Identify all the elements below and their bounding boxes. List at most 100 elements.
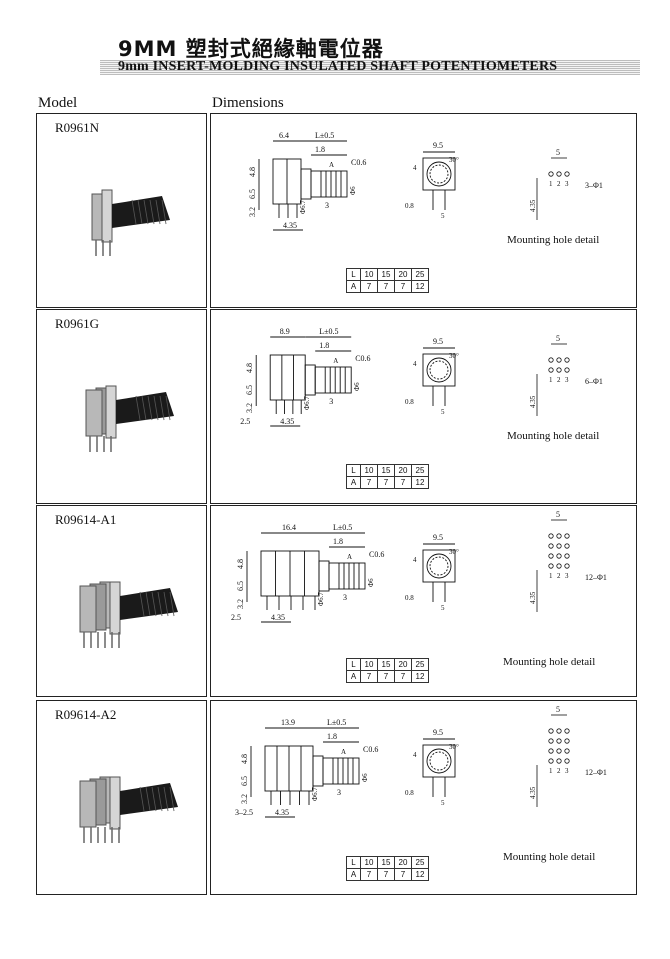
hole [564, 728, 570, 734]
body-outline [269, 354, 306, 401]
dim-h2: 6.5 [240, 776, 249, 786]
hole-number: 1 [549, 180, 553, 188]
dim-chamfer: C0.6 [351, 158, 366, 167]
hole [564, 171, 570, 177]
front-view [422, 738, 456, 797]
dim-h1: 4.8 [236, 559, 245, 569]
dim-pin: 3 [325, 201, 329, 210]
title-bar [100, 60, 640, 75]
shaft-outline [314, 366, 352, 394]
hole [564, 748, 570, 754]
knurled-shaft [120, 588, 178, 620]
model-name: R0961G [55, 316, 100, 331]
dim-d2: Φ6 [353, 382, 361, 391]
table-cell: A [346, 670, 361, 683]
deck [79, 585, 97, 633]
table-cell: A [346, 476, 361, 489]
dim-L: L±0.5 [327, 718, 346, 727]
hole [556, 738, 562, 744]
dim-chamfer: C0.6 [369, 550, 384, 559]
hole [556, 728, 562, 734]
hole-number: 1 [549, 572, 553, 580]
knurl-line [165, 395, 171, 421]
table-cell: 12 [411, 476, 429, 489]
front-width: 9.5 [433, 728, 443, 737]
dim-extra: 2.5 [240, 417, 250, 426]
hole-height: 4.35 [529, 199, 537, 212]
mounting-hole-label: Mounting hole detail [507, 234, 600, 246]
knurl-line [161, 199, 167, 225]
dim-pin: 3 [337, 788, 341, 797]
dim-h1: 4.8 [240, 754, 249, 764]
front-body [422, 353, 456, 387]
title-cn: 9MM 塑封式絕緣軸電位器 [118, 37, 384, 61]
table-cell: L [346, 464, 361, 477]
table-cell: 7 [377, 868, 395, 881]
hole [564, 533, 570, 539]
hole-number: 2 [557, 572, 561, 580]
shaft-outline [328, 562, 366, 590]
knurled-shaft [112, 196, 170, 228]
dim-shaft: 1.8 [315, 145, 325, 154]
table-cell: 25 [411, 268, 429, 281]
front-circle [426, 553, 452, 579]
product-photo [79, 581, 178, 648]
front-view [422, 543, 456, 602]
knurl-line [131, 199, 137, 225]
bushing-outline [304, 364, 316, 396]
hole-number: 3 [565, 376, 569, 384]
front-bushing [109, 581, 121, 635]
hole-number: 2 [557, 376, 561, 384]
knurl-line [145, 786, 151, 812]
hole [548, 171, 554, 177]
table-cell: 15 [377, 856, 395, 869]
model-panel: R0961G [36, 309, 207, 504]
mounting-holes [536, 157, 570, 220]
knurl-line [147, 395, 153, 421]
dim-h2: 6.5 [236, 581, 245, 591]
dim-h2: 6.5 [248, 189, 257, 199]
knurl-line [159, 395, 165, 421]
table-cell: A [346, 280, 361, 293]
dim-h3: 3.2 [236, 599, 245, 609]
front-pitch: 5 [441, 799, 445, 807]
knurl-line [141, 395, 147, 421]
table-cell: 7 [360, 476, 378, 489]
product-photo [85, 385, 174, 452]
title-en: 9mm INSERT-MOLDING INSULATED SHAFT POTEN… [118, 59, 558, 74]
front-angle: 30° [449, 156, 459, 164]
front-bushing [101, 189, 113, 243]
bushing-outline [318, 560, 330, 592]
dim-L: L±0.5 [319, 327, 338, 336]
dim-d1: Φ6.7 [299, 200, 307, 214]
mounting-hole-label: Mounting hole detail [507, 430, 600, 442]
hole-spec: 6–Φ1 [585, 377, 603, 386]
shaft-outline [322, 757, 360, 785]
front-pitch: 5 [441, 212, 445, 220]
dim-body-length: 13.9 [281, 718, 295, 727]
dim-L: L±0.5 [333, 523, 352, 532]
hole [564, 738, 570, 744]
model-panel: R0961N [36, 113, 207, 308]
table-cell: 10 [360, 464, 378, 477]
knurl-line [137, 199, 143, 225]
front-circle [426, 161, 452, 187]
front-base: 0.8 [405, 789, 414, 797]
front-tab: 4 [413, 164, 417, 172]
knurl-line [157, 786, 163, 812]
dim-d1: Φ6.7 [311, 787, 319, 801]
deck [85, 389, 103, 437]
dim-d1: Φ6.7 [303, 396, 311, 410]
front-body [422, 549, 456, 583]
hole [548, 738, 554, 744]
dim-h1: 4.8 [248, 167, 257, 177]
table-cell: L [346, 268, 361, 281]
